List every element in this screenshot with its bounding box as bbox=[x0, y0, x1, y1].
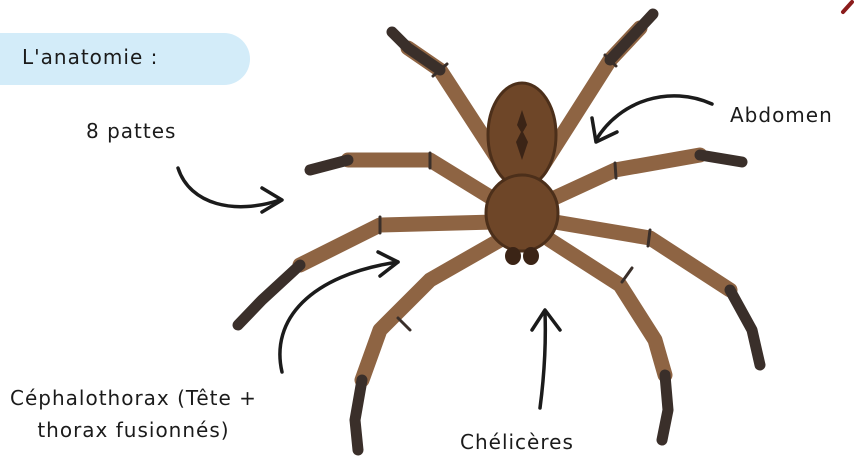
arrow-legs bbox=[178, 168, 282, 212]
leg-back-right bbox=[550, 240, 668, 440]
label-cephalothorax: Céphalothorax (Tête + thorax fusionnés) bbox=[10, 382, 257, 446]
chelicera-right bbox=[523, 247, 539, 265]
label-legs: 8 pattes bbox=[86, 119, 176, 143]
label-chelicerae: Chélicères bbox=[460, 430, 574, 454]
leg-back-left bbox=[355, 240, 500, 450]
label-cephalothorax-line2: thorax fusionnés) bbox=[10, 414, 257, 446]
decorative-stroke bbox=[843, 2, 852, 12]
label-cephalothorax-line1: Céphalothorax (Tête + bbox=[10, 382, 257, 414]
cephalothorax-shape bbox=[486, 175, 558, 251]
leg-second-right bbox=[550, 155, 742, 200]
leg-front-right bbox=[540, 14, 653, 170]
label-abdomen: Abdomen bbox=[730, 103, 833, 127]
arrow-chelicerae bbox=[532, 310, 560, 408]
spider-body bbox=[486, 83, 558, 265]
arrow-abdomen bbox=[592, 96, 712, 142]
chelicera-left bbox=[505, 247, 521, 265]
leg-second-left bbox=[310, 160, 495, 200]
